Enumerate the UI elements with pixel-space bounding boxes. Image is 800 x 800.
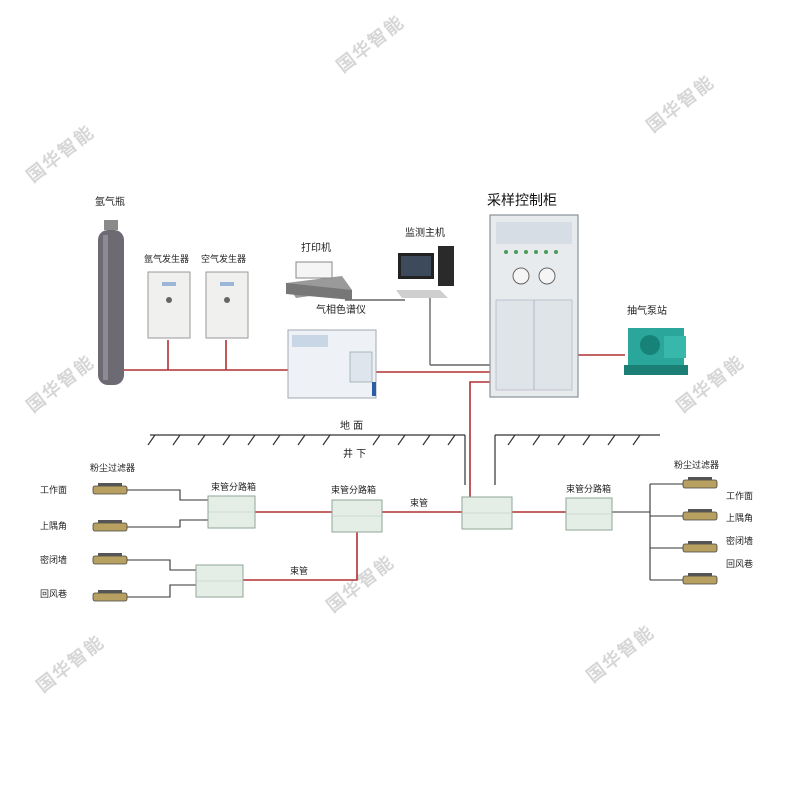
gas-chromatograph-label: 气相色谱仪: [316, 305, 366, 316]
dust-filter-icon: [92, 520, 128, 532]
dust-filter-icon: [682, 573, 718, 585]
control-cabinet-label: 采样控制柜: [487, 193, 557, 209]
box5-to-box2-pipe: [243, 530, 358, 581]
argon-generator-image: [147, 271, 191, 339]
left-point-label: 工作面: [40, 486, 68, 496]
ground-line: [147, 434, 660, 485]
right-point-label: 上隅角: [726, 514, 754, 524]
trunk-pipe: [469, 381, 492, 497]
dust-filter-icon: [682, 541, 718, 553]
distribution-box-4-image: [565, 497, 613, 531]
ground-label: 地 面: [340, 421, 364, 432]
cylinder-label: 氩气瓶: [95, 197, 125, 208]
distribution-box-2-image: [331, 499, 383, 533]
gas-chromatograph-image: [287, 329, 377, 399]
left-filter-label: 粉尘过滤器: [90, 464, 136, 474]
distribution-box-5-image: [195, 564, 244, 598]
control-cabinet-image: [489, 214, 579, 398]
argon-generator-label: 氩气发生器: [144, 255, 190, 265]
monitor-host-image: [396, 246, 454, 298]
cylinder-pipe: [112, 369, 290, 385]
right-filter-label: 粉尘过滤器: [674, 461, 720, 471]
air-generator-label: 空气发生器: [201, 255, 247, 265]
underground-label: 井 下: [343, 449, 367, 460]
right-point-label: 工作面: [726, 492, 754, 502]
right-dust-filters: [682, 477, 718, 585]
tube-label: 束管: [410, 499, 429, 509]
left-point-label: 上隅角: [40, 522, 68, 532]
underground-pipes: [243, 511, 566, 581]
dust-filter-icon: [92, 483, 128, 495]
distribution-box-label: 束管分路箱: [331, 486, 377, 496]
right-branch-lines: [612, 483, 684, 581]
left-branch-lines: [126, 489, 208, 598]
dust-filter-icon: [682, 509, 718, 521]
dust-filter-icon: [92, 590, 128, 602]
ground-hatch: [147, 434, 641, 446]
distribution-box-label: 束管分路箱: [211, 483, 257, 493]
distribution-box-3-image: [461, 496, 513, 530]
dust-filter-icon: [92, 553, 128, 565]
distribution-box-1-image: [207, 495, 256, 529]
pump-station-image: [624, 328, 688, 375]
tube-label: 束管: [290, 567, 309, 577]
left-point-label: 密闭墙: [40, 556, 68, 566]
monitor-host-label: 监测主机: [405, 228, 445, 239]
right-point-label: 回风巷: [726, 560, 754, 570]
distribution-box-label: 束管分路箱: [566, 485, 612, 495]
printer-label: 打印机: [301, 243, 331, 254]
pump-station-label: 抽气泵站: [627, 306, 667, 317]
right-point-label: 密闭墙: [726, 537, 754, 547]
printer-image: [286, 261, 352, 300]
argon-cylinder-image: [98, 220, 124, 385]
dust-filter-icon: [682, 477, 718, 489]
air-generator-image: [205, 271, 249, 339]
left-point-label: 回风巷: [40, 590, 68, 600]
signal-lines: [345, 295, 492, 366]
left-dust-filters: [92, 483, 128, 602]
